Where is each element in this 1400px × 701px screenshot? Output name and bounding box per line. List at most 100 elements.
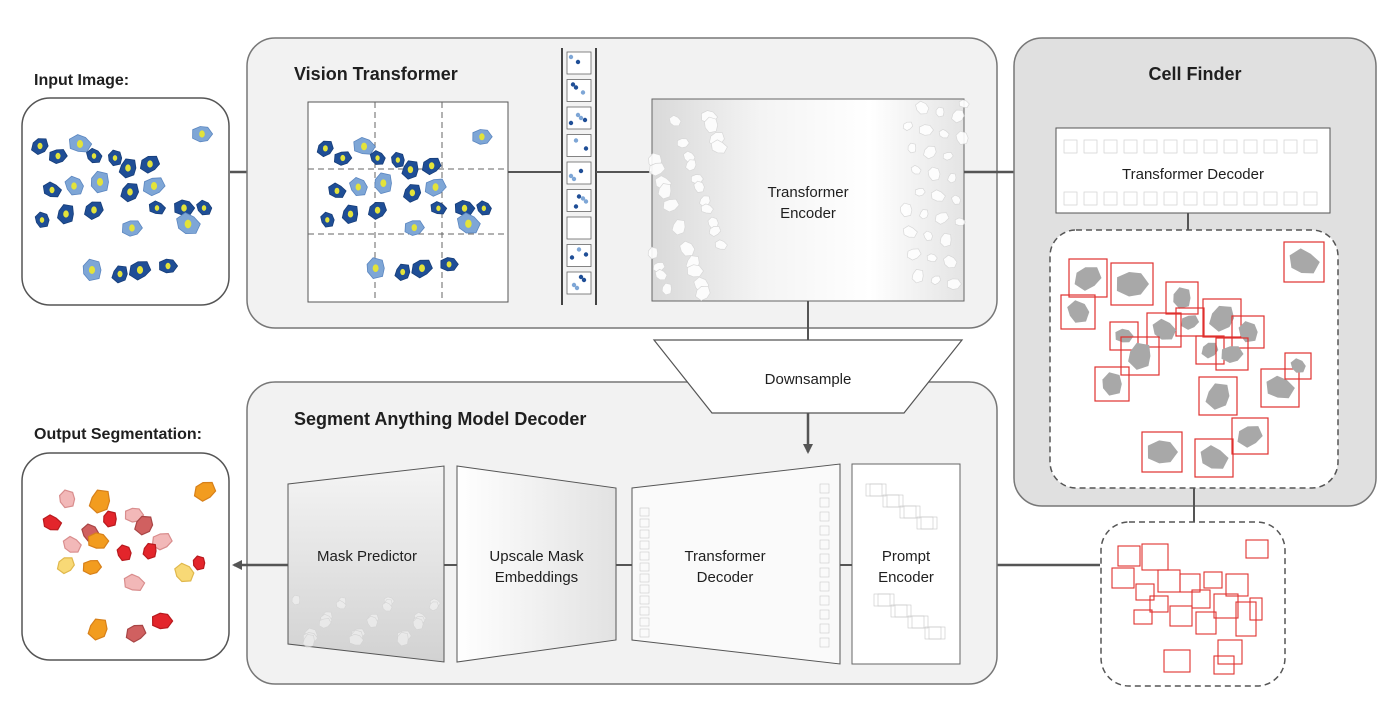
nucleus <box>395 157 401 163</box>
cell-finder-title: Cell Finder <box>1148 64 1242 84</box>
patch-cell <box>581 277 587 283</box>
segmented-cell <box>151 612 174 630</box>
bounding-box <box>1198 376 1238 416</box>
sam-decoder-panel <box>246 381 998 685</box>
box-prompts <box>1100 521 1286 687</box>
mask-texture <box>291 594 301 606</box>
patch-token <box>566 134 592 157</box>
upscale-line2: Embeddings <box>494 569 579 586</box>
encoder-texture <box>906 248 922 261</box>
decoder-texture <box>819 581 830 592</box>
prompt-box <box>1217 639 1243 665</box>
decoder-texture <box>1283 139 1298 154</box>
bounding-box <box>1202 298 1242 338</box>
nucleus <box>481 205 487 212</box>
encoder-texture <box>671 219 686 236</box>
encoder-texture <box>919 124 934 136</box>
decoder-texture <box>1243 191 1258 206</box>
decoder-texture <box>639 562 650 572</box>
encoder-texture <box>923 145 937 160</box>
prompt-box <box>1225 573 1249 597</box>
upscale-label: Upscale Mask Embeddings <box>457 546 616 588</box>
patch-token <box>566 244 592 267</box>
bounding-box <box>1165 281 1199 315</box>
cell-finder-panel <box>1013 37 1377 507</box>
encoder-texture <box>668 114 682 127</box>
nucleus <box>334 187 340 195</box>
detected-cell <box>1147 440 1178 464</box>
encoder-texture <box>899 202 913 218</box>
prompt-box <box>1133 609 1153 625</box>
decoder-texture <box>1083 191 1098 206</box>
decoder-texture <box>1243 139 1258 154</box>
decoder-texture <box>1103 191 1118 206</box>
patch-grid <box>307 101 509 303</box>
prompt-box <box>1135 583 1155 601</box>
bounding-box <box>1194 438 1234 478</box>
segmented-cell <box>174 562 195 583</box>
nucleus <box>355 183 361 191</box>
patch-cell <box>570 82 576 87</box>
patch-cell <box>573 85 579 90</box>
mask-predictor-label: Mask Predictor <box>316 548 418 565</box>
nucleus <box>39 217 45 223</box>
detected-cell <box>1173 287 1191 309</box>
encoder-texture <box>954 217 966 226</box>
bounding-box <box>1060 294 1096 330</box>
decoder-texture <box>819 637 830 648</box>
decoder-texture <box>1283 191 1298 206</box>
patch-token <box>566 161 592 185</box>
vision-transformer-title: Vision Transformer <box>294 64 458 84</box>
nucleus <box>129 224 135 232</box>
transformer-encoder <box>647 98 970 302</box>
mask-texture <box>302 634 315 649</box>
bounding-box <box>1094 366 1130 402</box>
detected-cell <box>1238 321 1258 343</box>
nucleus <box>325 217 330 223</box>
decoder-texture <box>1223 191 1238 206</box>
nucleus <box>37 142 43 150</box>
bounding-box <box>1068 258 1108 298</box>
patch-cell <box>580 90 586 95</box>
cell-finder-transformer-decoder <box>1055 127 1331 214</box>
decoder-texture <box>1063 191 1078 206</box>
downsample-label: Downsample <box>764 371 852 388</box>
upscale-line1: Upscale Mask <box>489 548 584 565</box>
decoder-texture <box>1063 139 1078 154</box>
encoder-texture <box>708 226 722 237</box>
segmented-cell <box>42 514 63 531</box>
output-segmentation-label: Output Segmentation: <box>34 426 202 443</box>
decoder-texture <box>819 483 830 494</box>
encoder-texture <box>947 278 962 290</box>
segmented-cell <box>87 618 108 641</box>
decoder-texture <box>819 609 830 620</box>
mask-texture <box>318 618 332 629</box>
encoder-texture <box>955 130 969 145</box>
segmented-cell <box>193 481 217 502</box>
nucleus <box>400 268 406 276</box>
nucleus <box>76 140 84 148</box>
encoder-texture <box>704 116 719 134</box>
encoder-texture <box>700 203 714 214</box>
mask-texture <box>381 601 393 612</box>
segmented-cell <box>142 542 157 560</box>
nucleus <box>96 178 104 186</box>
nucleus <box>374 206 381 214</box>
encoder-texture <box>915 100 930 115</box>
nucleus <box>147 160 153 168</box>
mask-texture <box>335 600 347 610</box>
decoder-texture <box>1123 191 1138 206</box>
nucleus <box>88 266 96 274</box>
mask-texture <box>412 617 424 631</box>
nucleus <box>428 162 435 170</box>
cf-transformer-decoder-label: Transformer Decoder <box>1122 166 1264 183</box>
decoder-texture <box>819 567 830 578</box>
input-image-label: Input Image: <box>34 72 130 89</box>
nucleus <box>380 179 387 187</box>
prompt-box <box>1117 545 1141 567</box>
segmented-cell <box>116 544 132 562</box>
nucleus <box>127 188 133 196</box>
detected-cell <box>1205 383 1230 410</box>
patch-cell <box>583 146 589 151</box>
patch-cell <box>576 247 582 252</box>
